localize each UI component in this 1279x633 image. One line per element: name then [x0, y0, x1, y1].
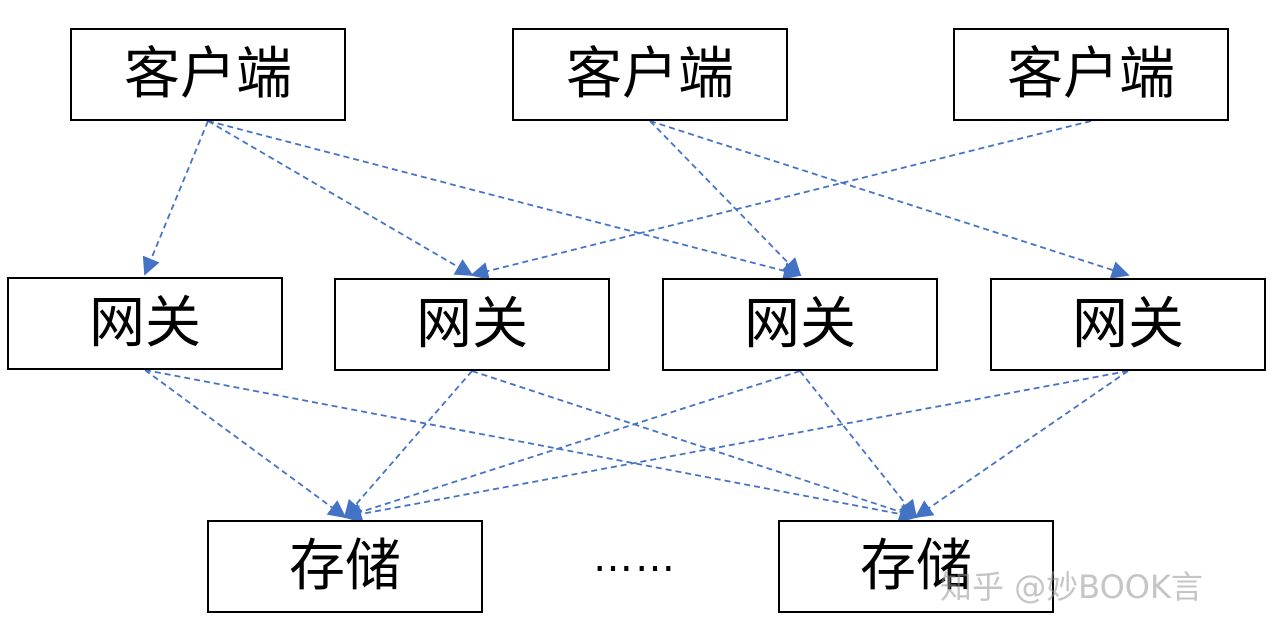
gateway-label: 网关 [416, 291, 528, 357]
edge-arrow [144, 369, 347, 519]
watermark-text: 知乎 @妙BOOK言 [940, 568, 1203, 606]
gateway-label: 网关 [744, 291, 856, 357]
edge-arrow [207, 120, 802, 280]
storage-box: 存储 [778, 520, 1054, 613]
ellipsis-text: …… [593, 535, 677, 581]
client-label: 客户端 [566, 41, 734, 107]
client-box: 客户端 [70, 28, 346, 121]
gateway-box: 网关 [662, 278, 938, 371]
edge-arrow [649, 120, 802, 277]
gateway-box: 网关 [334, 278, 610, 371]
gateway-box: 网关 [990, 278, 1266, 371]
edge-arrow [207, 120, 474, 276]
client-label: 客户端 [124, 41, 292, 107]
edge-arrow [799, 370, 918, 519]
edge-arrow [142, 120, 209, 276]
edge-arrow [343, 370, 1129, 523]
storage-box: 存储 [207, 520, 483, 613]
gateway-label: 网关 [1072, 291, 1184, 357]
edge-arrow [649, 120, 1130, 279]
edge-group [142, 120, 1130, 523]
edge-arrow [471, 370, 918, 521]
client-box: 客户端 [953, 28, 1229, 121]
edge-arrow [343, 370, 473, 519]
edge-arrow [144, 369, 918, 523]
gateway-label: 网关 [89, 290, 201, 356]
client-box: 客户端 [512, 28, 788, 121]
edge-arrow [470, 120, 1092, 280]
edge-arrow [914, 370, 1129, 519]
storage-label: 存储 [860, 533, 972, 599]
client-label: 客户端 [1007, 41, 1175, 107]
storage-label: 存储 [289, 533, 401, 599]
gateway-box: 网关 [7, 277, 283, 370]
